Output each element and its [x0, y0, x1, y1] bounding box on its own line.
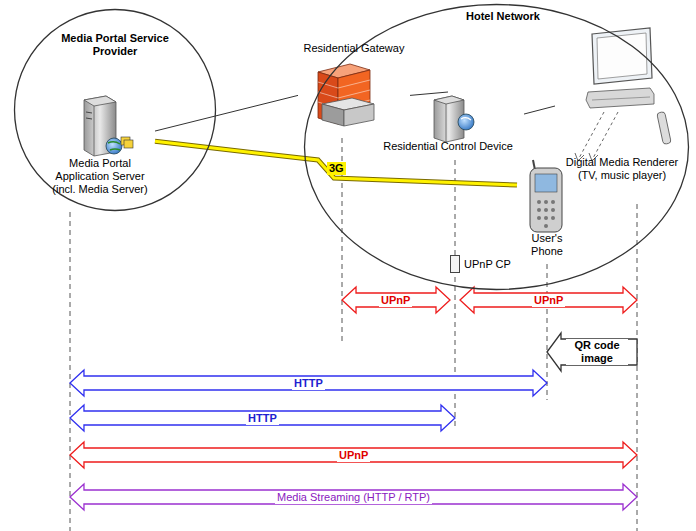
- lifeline: [70, 212, 71, 531]
- edge-label: HTTP: [292, 377, 325, 390]
- message-arrow: [70, 405, 455, 431]
- edge-label: QR code image: [566, 339, 628, 365]
- phone-icon: [530, 160, 562, 232]
- message-arrow: [70, 484, 637, 510]
- edge-label: 3G: [327, 162, 346, 175]
- node-label: Digital Media Renderer (TV, music player…: [555, 156, 689, 182]
- network-link: [410, 92, 448, 95]
- region-title: Hotel Network: [450, 10, 556, 23]
- ir-arrows: [575, 112, 618, 161]
- node-label: Residential Control Device: [372, 140, 524, 153]
- region-title: Media Portal Service Provider: [50, 32, 180, 58]
- edge-label: UPnP: [532, 294, 565, 307]
- network-link: [155, 95, 298, 131]
- edge-label: UPnP: [379, 294, 412, 307]
- server-node: Media Portal Application Server (incl. M…: [45, 95, 155, 198]
- message-arrow: [342, 287, 450, 313]
- message-arrow: [70, 442, 637, 468]
- message-arrow: [70, 370, 547, 396]
- gateway-node: Residential Gateway: [298, 42, 410, 131]
- lifeline: [637, 204, 638, 531]
- edge-label: Media Streaming (HTTP / RTP): [275, 491, 432, 504]
- network-link: [524, 106, 555, 114]
- tv-icon: [586, 28, 671, 144]
- firewall-icon: [318, 64, 374, 126]
- node-label: Media Portal Application Server (incl. M…: [45, 157, 155, 196]
- message-arrow: [547, 333, 637, 371]
- node-label: Residential Gateway: [298, 42, 410, 55]
- server-icon: [84, 96, 133, 156]
- control-device-icon: [434, 96, 474, 142]
- edge-label: UPnP: [337, 449, 370, 462]
- node-label: User's Phone: [517, 232, 577, 258]
- control-device-node: Residential Control Device: [372, 92, 524, 155]
- edge-label: HTTP: [246, 412, 279, 425]
- renderer-node: Digital Media Renderer (TV, music player…: [555, 28, 689, 184]
- provider-region: Media Portal Service ProviderMedia Porta…: [13, 8, 217, 212]
- message-arrow: [460, 287, 637, 313]
- node-label: UPnP CP: [463, 258, 512, 271]
- phone-node: User's Phone: [517, 160, 577, 260]
- control-point-box: UPnP CP: [450, 255, 460, 273]
